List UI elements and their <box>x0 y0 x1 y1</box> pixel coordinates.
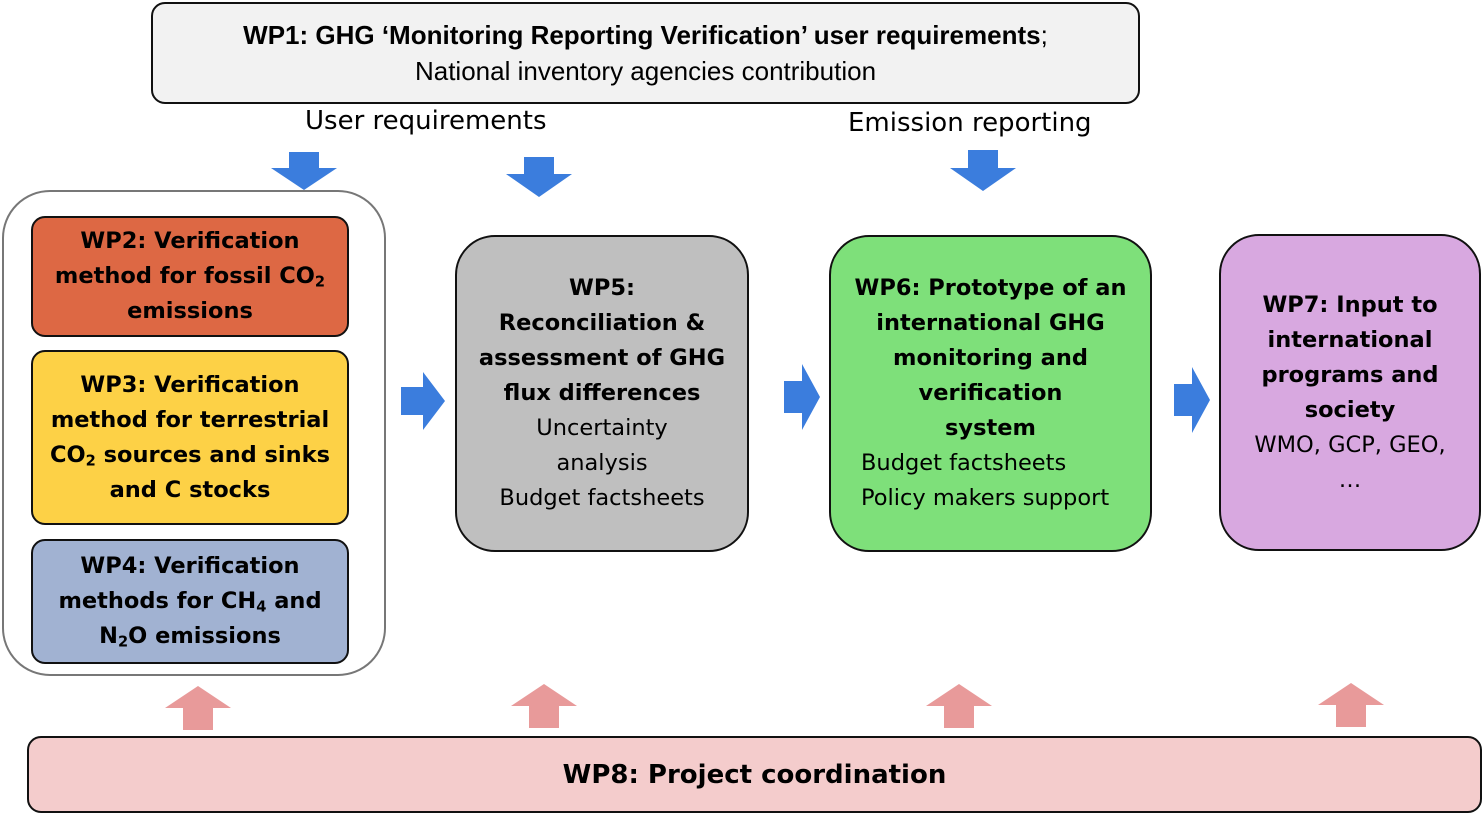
wp5-detail-line: analysis <box>556 450 648 476</box>
wp3-line: WP3: Verification <box>80 371 300 398</box>
wp3-box: WP3: Verification method for terrestrial… <box>31 350 349 525</box>
down-arrow-2 <box>506 157 572 197</box>
wp5-title-line: assessment of GHG <box>478 345 726 371</box>
wp6-title-line: WP6: Prototype of an <box>854 275 1127 301</box>
wp4-box: WP4: Verification methods for CH4 and N2… <box>31 539 349 664</box>
wp7-title-line: society <box>1304 396 1396 423</box>
wp2-line: method for fossil CO2 <box>54 263 326 291</box>
wp6-box: WP6: Prototype of an international GHG m… <box>829 235 1152 552</box>
wp6-title-line: verification <box>918 380 1063 406</box>
wp6-title-line: system <box>945 415 1036 441</box>
up-arrow-3 <box>926 684 992 728</box>
wp5-title-line: flux differences <box>503 380 701 406</box>
wp6-detail-line: Budget factsheets <box>861 450 1067 476</box>
up-arrow-2 <box>511 684 577 728</box>
right-arrow-1 <box>401 372 445 430</box>
up-arrow-1 <box>165 686 231 730</box>
up-arrow-4 <box>1318 683 1384 727</box>
wp1-box: WP1: GHG ‘Monitoring Reporting Verificat… <box>151 2 1140 104</box>
wp2-box: WP2: Verification method for fossil CO2 … <box>31 216 349 337</box>
emission-reporting-label: Emission reporting <box>848 108 1092 138</box>
wp7-box: WP7: Input to international programs and… <box>1219 234 1481 551</box>
wp2-line: WP2: Verification <box>80 228 300 254</box>
wp3-line: and C stocks <box>109 476 271 503</box>
wp5-detail-line: Budget factsheets <box>499 485 705 511</box>
wp7-title-line: programs and <box>1261 361 1439 388</box>
down-arrow-3 <box>950 150 1016 191</box>
wp5-title-line: WP5: <box>569 275 635 301</box>
wp4-line: N2O emissions <box>99 623 281 651</box>
wp5-detail-line: Uncertainty <box>536 415 668 441</box>
wp1-title: WP1: GHG ‘Monitoring Reporting Verificat… <box>243 20 1048 50</box>
wp7-detail-line: WMO, GCP, GEO, <box>1254 431 1446 458</box>
right-arrow-2 <box>784 364 820 430</box>
wp7-detail-line: … <box>1338 466 1362 493</box>
right-arrow-3 <box>1174 367 1210 433</box>
wp5-box: WP5: Reconciliation & assessment of GHG … <box>455 235 749 552</box>
down-arrow-1 <box>271 152 337 190</box>
wp6-title-line: international GHG <box>876 310 1105 336</box>
wp6-detail-line: Policy makers support <box>861 485 1110 511</box>
wp8-title: WP8: Project coordination <box>562 759 947 790</box>
wp2-line: emissions <box>127 298 253 324</box>
wp6-title-line: monitoring and <box>893 345 1088 371</box>
wp3-line: method for terrestrial <box>50 406 330 433</box>
user-requirements-label: User requirements <box>305 106 547 136</box>
wp4-line: WP4: Verification <box>80 553 300 579</box>
wp7-title-line: WP7: Input to <box>1262 291 1438 318</box>
wp5-title-line: Reconciliation & <box>498 310 706 336</box>
wp8-box: WP8: Project coordination <box>27 736 1482 813</box>
wp1-subtitle: National inventory agencies contribution <box>414 56 877 86</box>
wp3-line: CO2 sources and sinks <box>49 441 331 470</box>
wp4-line: methods for CH4 and <box>58 588 322 616</box>
wp7-title-line: international <box>1267 326 1433 353</box>
wp2-wp4-group <box>2 190 386 676</box>
